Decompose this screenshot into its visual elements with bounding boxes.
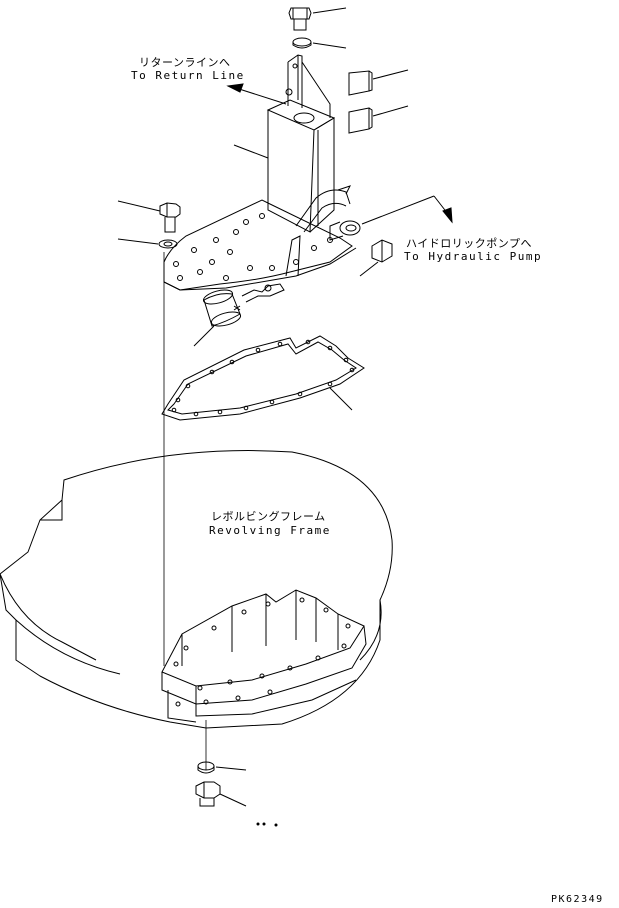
bottom-washer bbox=[197, 761, 215, 774]
pocket-bolt-holes bbox=[173, 597, 351, 707]
mounting-bolt bbox=[159, 202, 181, 233]
leader-line bbox=[359, 261, 379, 277]
top-plug bbox=[288, 7, 312, 31]
gasket-bolt-holes bbox=[171, 339, 355, 417]
revolving-frame bbox=[0, 450, 393, 729]
hydraulic-pump-label-jp: ハイドロリックポンプへ bbox=[406, 237, 532, 250]
hydraulic-pump-label-en: To Hydraulic Pump bbox=[404, 250, 543, 263]
leader-line bbox=[117, 238, 159, 245]
arrow-head-icon bbox=[442, 207, 453, 224]
leader-line bbox=[312, 42, 347, 49]
drawing-number: PK62349 bbox=[551, 894, 604, 905]
leader-line bbox=[215, 766, 247, 771]
leader-line bbox=[193, 325, 215, 347]
hydraulic-tank bbox=[266, 54, 336, 233]
tank-base-plate bbox=[163, 199, 357, 291]
elbow-fitting bbox=[371, 239, 393, 263]
leader-line bbox=[361, 195, 435, 225]
plate-bolt-holes bbox=[173, 213, 333, 281]
leader-line bbox=[117, 200, 161, 212]
return-line-arrow bbox=[235, 87, 287, 105]
leader-line bbox=[372, 69, 409, 80]
return-line-label-jp: リターンラインへ bbox=[139, 56, 231, 69]
arrow-head-icon bbox=[226, 83, 244, 93]
gasket-square bbox=[348, 107, 373, 134]
frame-pocket bbox=[161, 589, 367, 723]
return-line-label-en: To Return Line bbox=[131, 69, 245, 82]
suction-pipe bbox=[285, 185, 361, 277]
gasket-square bbox=[348, 70, 373, 96]
stray-marks bbox=[256, 822, 278, 827]
leader-line bbox=[329, 387, 353, 411]
leader-line bbox=[312, 7, 347, 14]
revolving-frame-label-en: Revolving Frame bbox=[209, 524, 331, 537]
leader-line bbox=[233, 144, 269, 159]
drain-plug bbox=[195, 781, 221, 807]
top-washer bbox=[292, 37, 312, 49]
revolving-frame-label-jp: レボルビングフレーム bbox=[211, 510, 326, 523]
filter-cartridge bbox=[202, 283, 285, 327]
frame-gasket bbox=[161, 335, 365, 421]
leader-line bbox=[372, 105, 409, 117]
leader-line bbox=[219, 793, 247, 807]
